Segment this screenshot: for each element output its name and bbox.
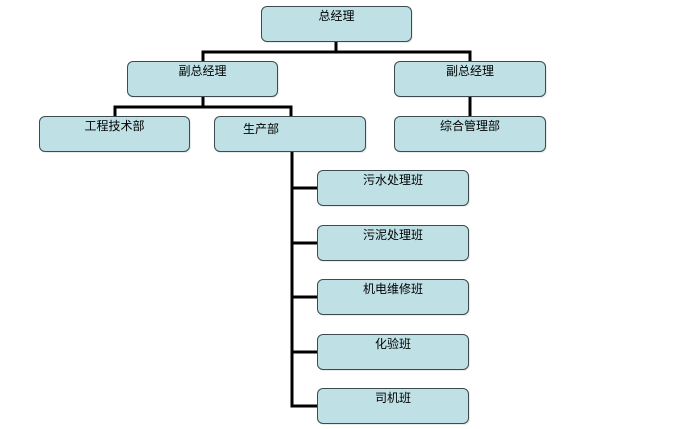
node-team-drivers: 司机班: [317, 388, 469, 424]
node-label: 总经理: [318, 9, 355, 23]
node-label: 机电维修班: [362, 282, 423, 296]
node-label: 司机班: [374, 391, 411, 405]
node-general-manager: 总经理: [261, 6, 412, 42]
node-deputy-gm-left: 副总经理: [127, 61, 278, 97]
node-team-sludge: 污泥处理班: [317, 225, 469, 261]
node-team-sewage: 污水处理班: [317, 170, 469, 206]
node-team-lab: 化验班: [317, 334, 469, 370]
node-admin-dept: 综合管理部: [394, 116, 546, 152]
node-team-maintenance: 机电维修班: [317, 279, 469, 315]
node-production-dept: 生产部: [214, 116, 366, 152]
node-engineering-dept: 工程技术部: [39, 116, 190, 152]
node-deputy-gm-right: 副总经理: [394, 61, 546, 97]
node-label: 副总经理: [445, 64, 494, 78]
node-label: 化验班: [374, 337, 411, 351]
node-label: 生产部: [243, 122, 280, 136]
node-label: 污水处理班: [362, 173, 423, 187]
node-label: 污泥处理班: [362, 228, 423, 242]
node-label: 工程技术部: [84, 119, 145, 133]
node-label: 综合管理部: [439, 119, 500, 133]
node-label: 副总经理: [178, 64, 227, 78]
